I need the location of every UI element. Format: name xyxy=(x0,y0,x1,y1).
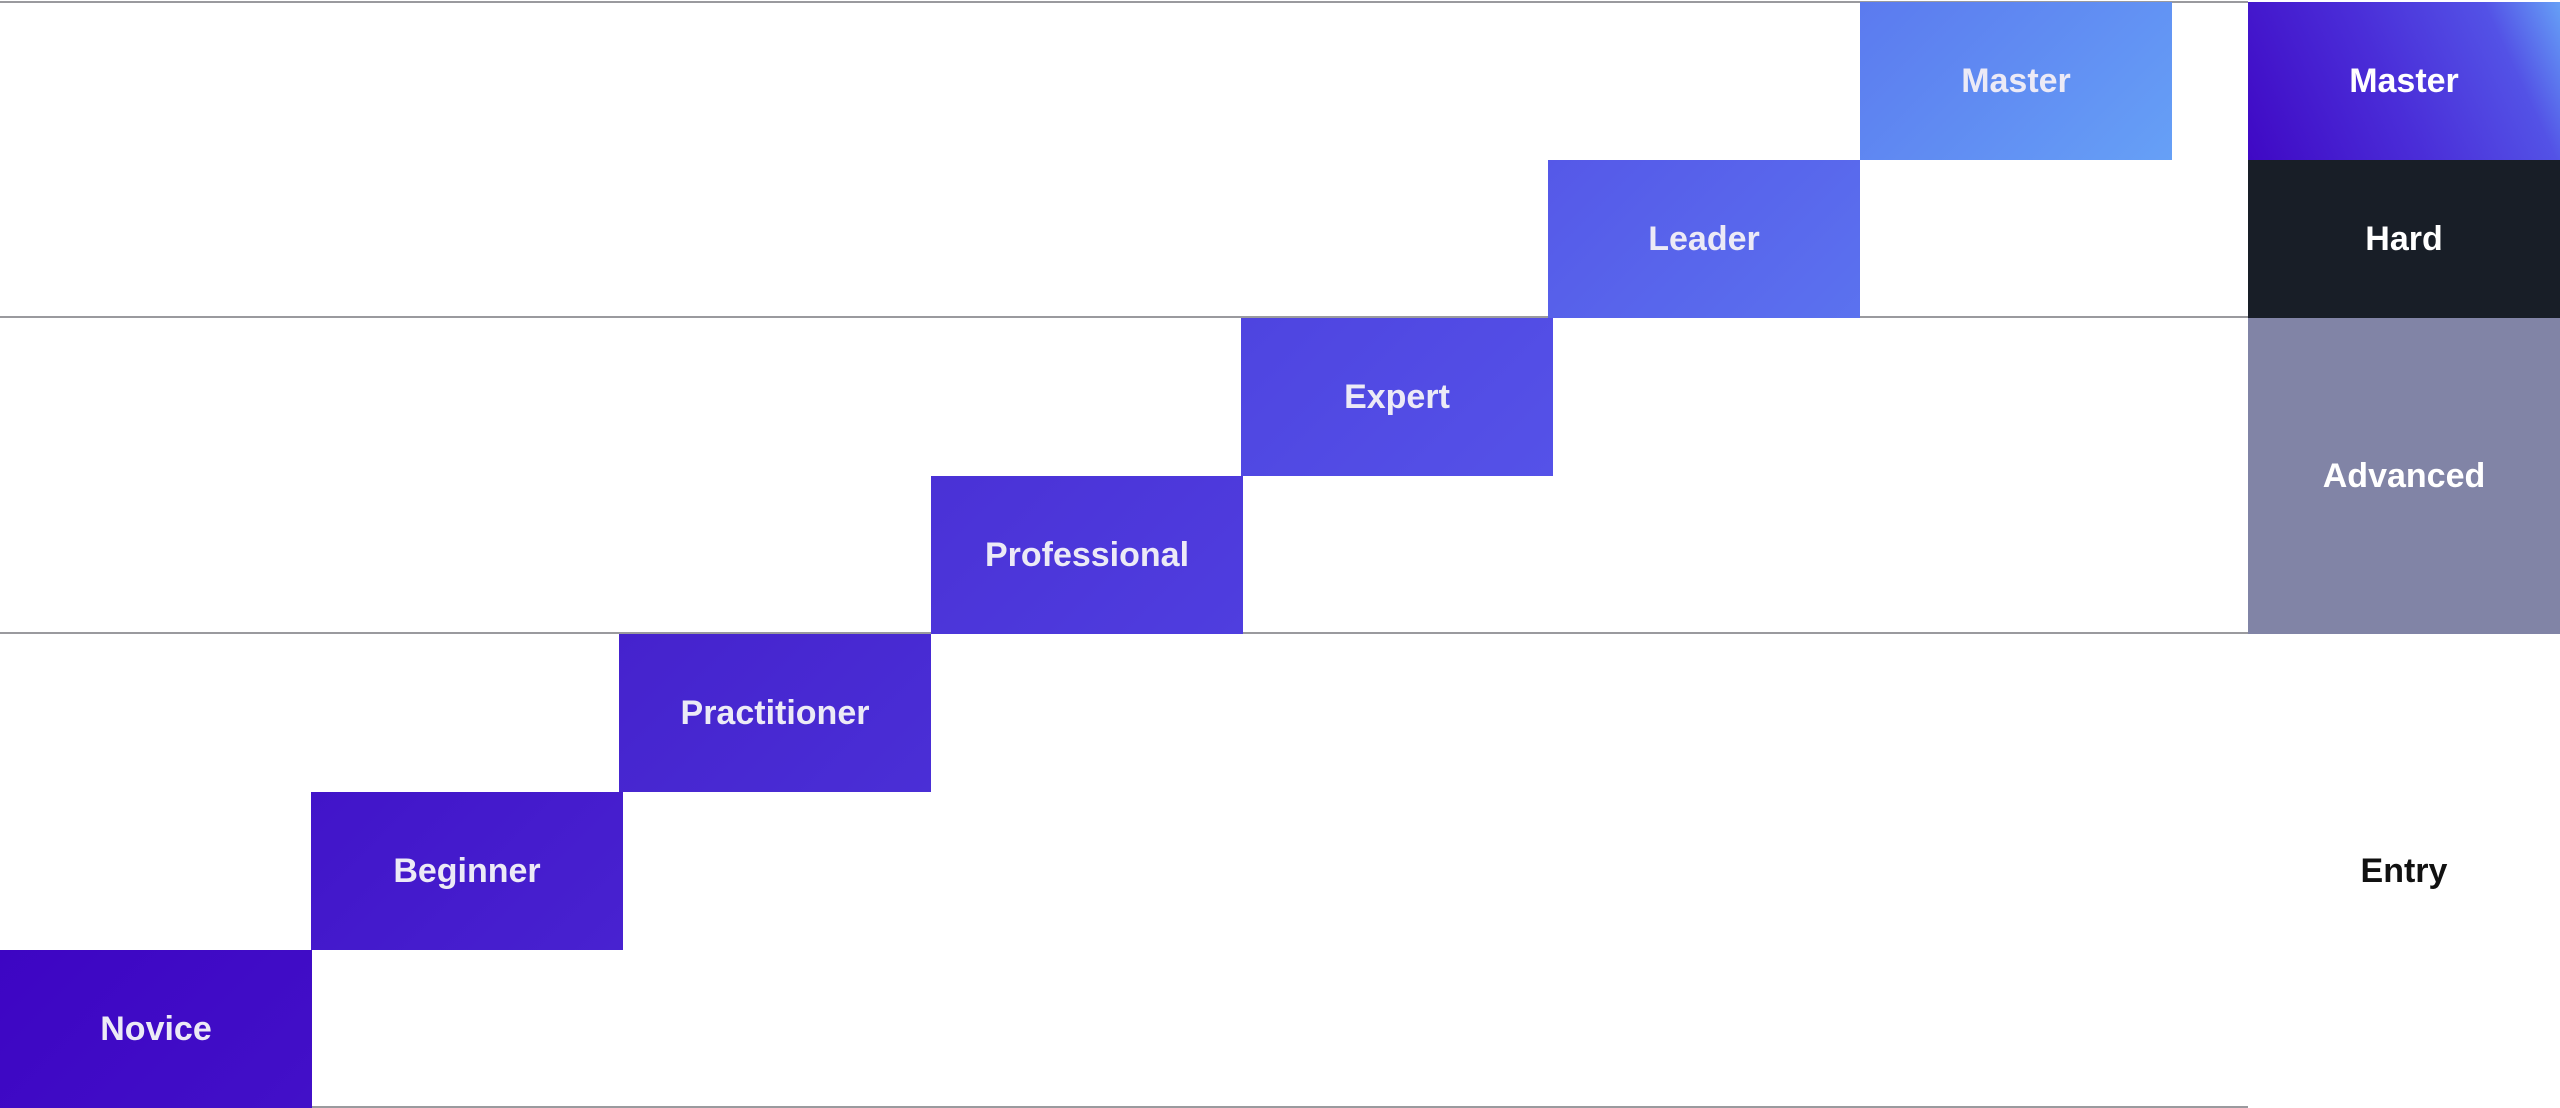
divider-top xyxy=(0,1,2248,3)
tier-label: Advanced xyxy=(2322,456,2486,495)
tier-hard: Hard xyxy=(2248,160,2560,318)
step-label: Beginner xyxy=(393,851,541,890)
step-label: Practitioner xyxy=(680,693,870,732)
tier-entry: Entry xyxy=(2248,634,2560,1108)
tier-label: Hard xyxy=(2365,219,2443,258)
step-novice: Novice xyxy=(0,950,312,1108)
tier-label: Entry xyxy=(2360,851,2448,890)
step-label: Expert xyxy=(1344,377,1450,416)
divider-bottom xyxy=(0,1106,2248,1108)
tier-label: Master xyxy=(2349,61,2459,100)
step-leader: Leader xyxy=(1548,160,1860,318)
step-label: Leader xyxy=(1648,219,1760,258)
tier-master: Master xyxy=(2248,2,2560,160)
step-beginner: Beginner xyxy=(311,792,623,950)
step-label: Professional xyxy=(984,535,1190,574)
divider-hard xyxy=(0,316,2248,318)
step-master: Master xyxy=(1860,2,2172,160)
step-label: Master xyxy=(1961,61,2071,100)
tier-advanced: Advanced xyxy=(2248,318,2560,634)
step-practitioner: Practitioner xyxy=(619,634,931,792)
step-expert: Expert xyxy=(1241,318,1553,476)
step-label: Novice xyxy=(100,1009,212,1048)
step-professional: Professional xyxy=(931,476,1243,634)
